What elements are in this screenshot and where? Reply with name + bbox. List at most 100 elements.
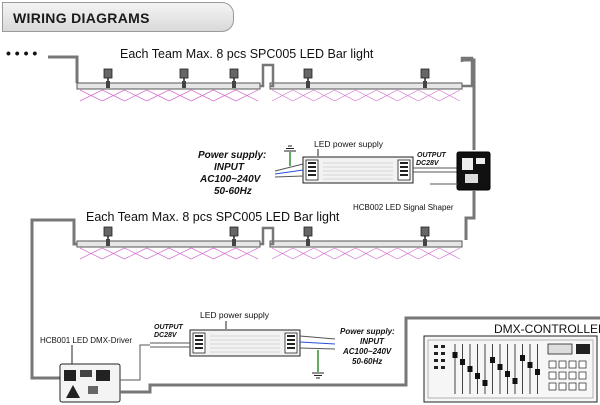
indicator-led xyxy=(434,345,438,348)
light-beam xyxy=(313,247,335,260)
controller-button xyxy=(558,360,567,369)
indicator-led xyxy=(441,345,445,348)
frequency-lower: 50-60Hz xyxy=(352,357,382,366)
dmx-controller xyxy=(423,335,598,403)
indicator-led xyxy=(434,359,438,362)
dc-output-wire xyxy=(150,342,190,348)
light-beam xyxy=(438,247,461,260)
controller-button xyxy=(568,360,577,369)
indicator-led xyxy=(441,366,445,369)
fader-knob xyxy=(535,369,540,375)
light-beam xyxy=(292,247,314,260)
fader-knob xyxy=(452,352,458,358)
light-beam xyxy=(355,247,377,260)
indicator-led xyxy=(434,352,438,355)
light-beams-upper xyxy=(79,89,461,102)
light-beam xyxy=(124,247,147,260)
ground-symbol xyxy=(312,372,324,379)
fader-knob xyxy=(490,357,495,363)
light-beam xyxy=(191,247,214,260)
light-beam xyxy=(438,89,461,102)
light-beam xyxy=(79,247,103,260)
indicator-led xyxy=(441,359,445,362)
light-beam xyxy=(235,89,259,102)
light-beam xyxy=(355,89,377,102)
light-beam xyxy=(418,247,440,260)
fader-knob xyxy=(460,359,465,365)
light-beam xyxy=(79,89,103,102)
continuation-dots: • • • • xyxy=(6,45,37,61)
controller-button xyxy=(548,371,557,380)
mains-wires-upper xyxy=(274,152,304,178)
input-label-lower: INPUT xyxy=(360,337,385,346)
psu-label-lower: LED power supply xyxy=(200,310,270,320)
controller-button xyxy=(558,371,567,380)
link-cable xyxy=(260,63,275,88)
fader-knob xyxy=(482,380,488,386)
controller-button xyxy=(558,382,567,391)
link-cable xyxy=(48,55,79,83)
fader-knob xyxy=(497,364,503,370)
fader-knob xyxy=(520,355,525,361)
light-beam xyxy=(168,89,192,102)
light-beam xyxy=(102,89,125,102)
link-cable xyxy=(464,190,476,240)
frequency-upper: 50-60Hz xyxy=(214,186,252,197)
light-beam xyxy=(334,247,356,260)
title-tab: WIRING DIAGRAMS xyxy=(2,2,234,32)
dmx-controller-label: DMX-CONTROLLER xyxy=(494,322,600,336)
dc-output-wire xyxy=(120,344,150,381)
dmx-driver-label: HCB001 LED DMX-Driver xyxy=(40,336,132,345)
fader-knob xyxy=(467,366,473,372)
led-bar xyxy=(269,82,463,90)
link-cable xyxy=(30,218,77,380)
indicator-led xyxy=(441,352,445,355)
controller-button xyxy=(568,371,577,380)
light-beam xyxy=(146,89,170,102)
light-beam xyxy=(313,89,335,102)
link-cable xyxy=(462,58,476,150)
light-beam xyxy=(146,247,170,260)
light-beam xyxy=(418,89,440,102)
light-beam xyxy=(292,89,314,102)
fader-knob xyxy=(475,373,480,379)
power-supply-label-upper: Power supply: xyxy=(198,150,266,161)
hcb001-dmx-driver xyxy=(59,363,121,403)
controller-button xyxy=(568,382,577,391)
light-beam xyxy=(376,89,398,102)
input-label-upper: INPUT xyxy=(214,162,245,173)
light-beams-lower xyxy=(79,247,461,260)
controller-button xyxy=(578,371,587,380)
light-beam xyxy=(124,89,147,102)
dc-output-wire xyxy=(413,167,458,173)
ac-voltage-upper: AC100~240V xyxy=(199,174,262,185)
mains-wires-lower xyxy=(299,335,336,372)
light-beam xyxy=(168,247,192,260)
led-power-supply-upper xyxy=(302,156,414,184)
controller-button xyxy=(548,360,557,369)
light-beam xyxy=(376,247,398,260)
led-power-supply-lower xyxy=(189,329,301,357)
ground-symbol xyxy=(284,145,296,152)
fader-knob xyxy=(505,371,510,377)
team-label-upper: Each Team Max. 8 pcs SPC005 LED Bar ligh… xyxy=(120,47,374,61)
light-beam xyxy=(334,89,356,102)
light-beam xyxy=(213,89,236,102)
indicator-led xyxy=(434,366,438,369)
ac-voltage-lower: AC100~240V xyxy=(342,347,392,356)
fader-knob xyxy=(527,362,533,368)
light-beam xyxy=(191,89,214,102)
dc-voltage-upper: DC28V xyxy=(416,160,440,167)
controller-button xyxy=(548,382,557,391)
led-bar xyxy=(269,240,463,248)
dc-voltage-lower: DC28V xyxy=(154,332,178,339)
light-beam xyxy=(397,89,419,102)
page-title: WIRING DIAGRAMS xyxy=(13,10,150,26)
dmx-cable xyxy=(120,316,600,394)
output-label-lower: OUTPUT xyxy=(154,324,184,331)
team-label-lower: Each Team Max. 8 pcs SPC005 LED Bar ligh… xyxy=(86,210,340,224)
signal-shaper-label: HCB002 LED Signal Shaper xyxy=(353,203,454,212)
light-beam xyxy=(235,247,259,260)
output-label-upper: OUTPUT xyxy=(417,152,447,159)
